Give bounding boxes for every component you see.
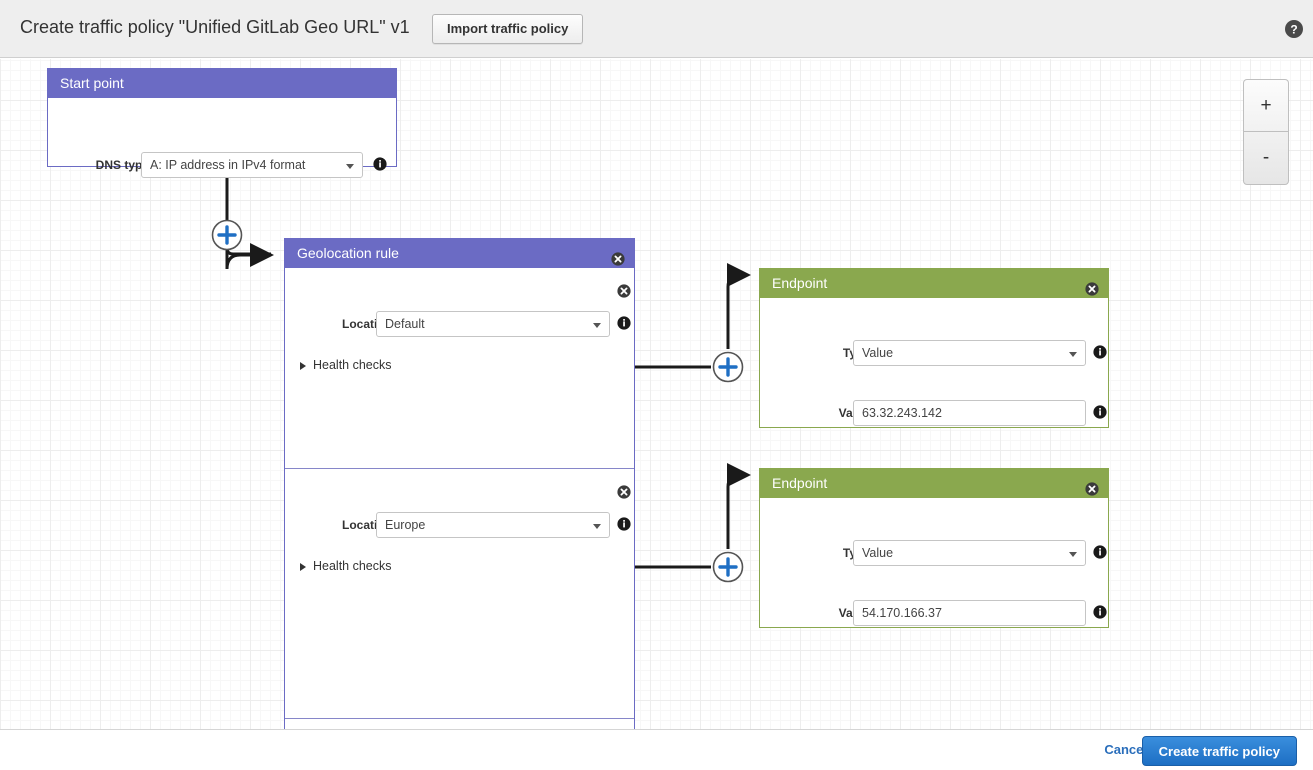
health-checks-1-toggle[interactable]: Health checks bbox=[300, 358, 392, 372]
start-point-title: Start point bbox=[60, 75, 124, 91]
health-checks-2-toggle[interactable]: Health checks bbox=[300, 559, 392, 573]
location-1-info-icon[interactable] bbox=[617, 316, 631, 330]
create-traffic-policy-button[interactable]: Create traffic policy bbox=[1141, 736, 1297, 766]
dns-type-info-icon[interactable] bbox=[373, 157, 387, 171]
dns-type-value: A: IP address in IPv4 format bbox=[150, 158, 306, 172]
footer-bar: Cancel Create traffic policy bbox=[0, 729, 1313, 770]
start-point-card[interactable]: Start point DNS type A: IP address in IP… bbox=[47, 68, 397, 178]
geolocation-rule-title: Geolocation rule bbox=[297, 245, 399, 261]
zoom-out-button[interactable]: - bbox=[1262, 147, 1270, 168]
endpoint-2-type-info-icon[interactable] bbox=[1093, 545, 1107, 559]
chevron-right-icon bbox=[300, 563, 306, 571]
remove-location-2-icon[interactable] bbox=[617, 485, 631, 499]
chevron-down-icon bbox=[593, 524, 601, 529]
endpoint-2-header: Endpoint bbox=[759, 468, 1109, 498]
endpoint-card-1[interactable]: Endpoint Type Value Value bbox=[759, 268, 1109, 428]
endpoint-2-body: Type Value Value 54.170.166.37 bbox=[759, 498, 1109, 628]
footer-divider bbox=[285, 718, 634, 719]
zoom-controls[interactable]: + - bbox=[1243, 79, 1289, 185]
endpoint-1-type-value: Value bbox=[862, 346, 894, 360]
geolocation-rule-body: Location Default Health checks bbox=[284, 268, 635, 729]
add-node-start[interactable] bbox=[211, 219, 243, 256]
location-2-select[interactable]: Europe bbox=[376, 512, 610, 538]
chevron-down-icon bbox=[346, 164, 354, 169]
import-traffic-policy-button[interactable]: Import traffic policy bbox=[432, 14, 584, 44]
health-checks-2-label: Health checks bbox=[313, 559, 392, 573]
dns-type-label: DNS type bbox=[95, 158, 149, 172]
help-circle-icon[interactable]: ? bbox=[1284, 19, 1304, 39]
close-circle-icon[interactable] bbox=[611, 246, 625, 266]
location-2-info-icon[interactable] bbox=[617, 517, 631, 531]
top-header-bar: Create traffic policy "Unified GitLab Ge… bbox=[0, 0, 1313, 58]
location-1-value: Default bbox=[385, 317, 425, 331]
chevron-down-icon bbox=[1069, 352, 1077, 357]
location-1-select[interactable]: Default bbox=[376, 311, 610, 337]
endpoint-2-value-input[interactable]: 54.170.166.37 bbox=[853, 600, 1086, 626]
endpoint-1-type-select[interactable]: Value bbox=[853, 340, 1086, 366]
location-2-value: Europe bbox=[385, 518, 426, 532]
endpoint-1-title: Endpoint bbox=[772, 275, 828, 291]
chevron-down-icon bbox=[593, 323, 601, 328]
svg-text:?: ? bbox=[1290, 23, 1297, 37]
zoom-in-button[interactable]: + bbox=[1244, 80, 1288, 132]
endpoint-2-type-value: Value bbox=[862, 546, 894, 560]
endpoint-2-value-info-icon[interactable] bbox=[1093, 605, 1107, 619]
start-point-body: DNS type A: IP address in IPv4 format bbox=[47, 98, 397, 178]
geo-location-section-1: Location Default Health checks bbox=[285, 268, 634, 468]
geo-location-section-2: Location Europe Health checks bbox=[285, 469, 634, 668]
endpoint-1-body: Type Value Value 63.32.243.142 bbox=[759, 298, 1109, 428]
endpoint-1-type-info-icon[interactable] bbox=[1093, 345, 1107, 359]
cancel-button[interactable]: Cancel bbox=[1104, 742, 1147, 757]
geolocation-rule-card[interactable]: Geolocation rule Location D bbox=[284, 238, 635, 729]
endpoint-2-title: Endpoint bbox=[772, 475, 828, 491]
endpoint-1-header: Endpoint bbox=[759, 268, 1109, 298]
endpoint-1-value-input[interactable]: 63.32.243.142 bbox=[853, 400, 1086, 426]
close-circle-icon[interactable] bbox=[1085, 476, 1099, 496]
endpoint-2-type-select[interactable]: Value bbox=[853, 540, 1086, 566]
chevron-down-icon bbox=[1069, 552, 1077, 557]
policy-canvas[interactable]: Start point DNS type A: IP address in IP… bbox=[0, 59, 1313, 729]
start-point-header: Start point bbox=[47, 68, 397, 98]
page-title: Create traffic policy "Unified GitLab Ge… bbox=[20, 17, 410, 37]
dns-type-select[interactable]: A: IP address in IPv4 format bbox=[141, 152, 363, 178]
health-checks-1-label: Health checks bbox=[313, 358, 392, 372]
geolocation-rule-header: Geolocation rule bbox=[284, 238, 635, 268]
chevron-right-icon bbox=[300, 362, 306, 370]
add-node-endpoint-1[interactable] bbox=[712, 351, 744, 388]
section-divider bbox=[285, 468, 634, 469]
endpoint-card-2[interactable]: Endpoint Type Value Value bbox=[759, 468, 1109, 628]
endpoint-1-value-info-icon[interactable] bbox=[1093, 405, 1107, 419]
add-node-endpoint-2[interactable] bbox=[712, 551, 744, 588]
close-circle-icon[interactable] bbox=[1085, 276, 1099, 296]
remove-location-1-icon[interactable] bbox=[617, 284, 631, 298]
